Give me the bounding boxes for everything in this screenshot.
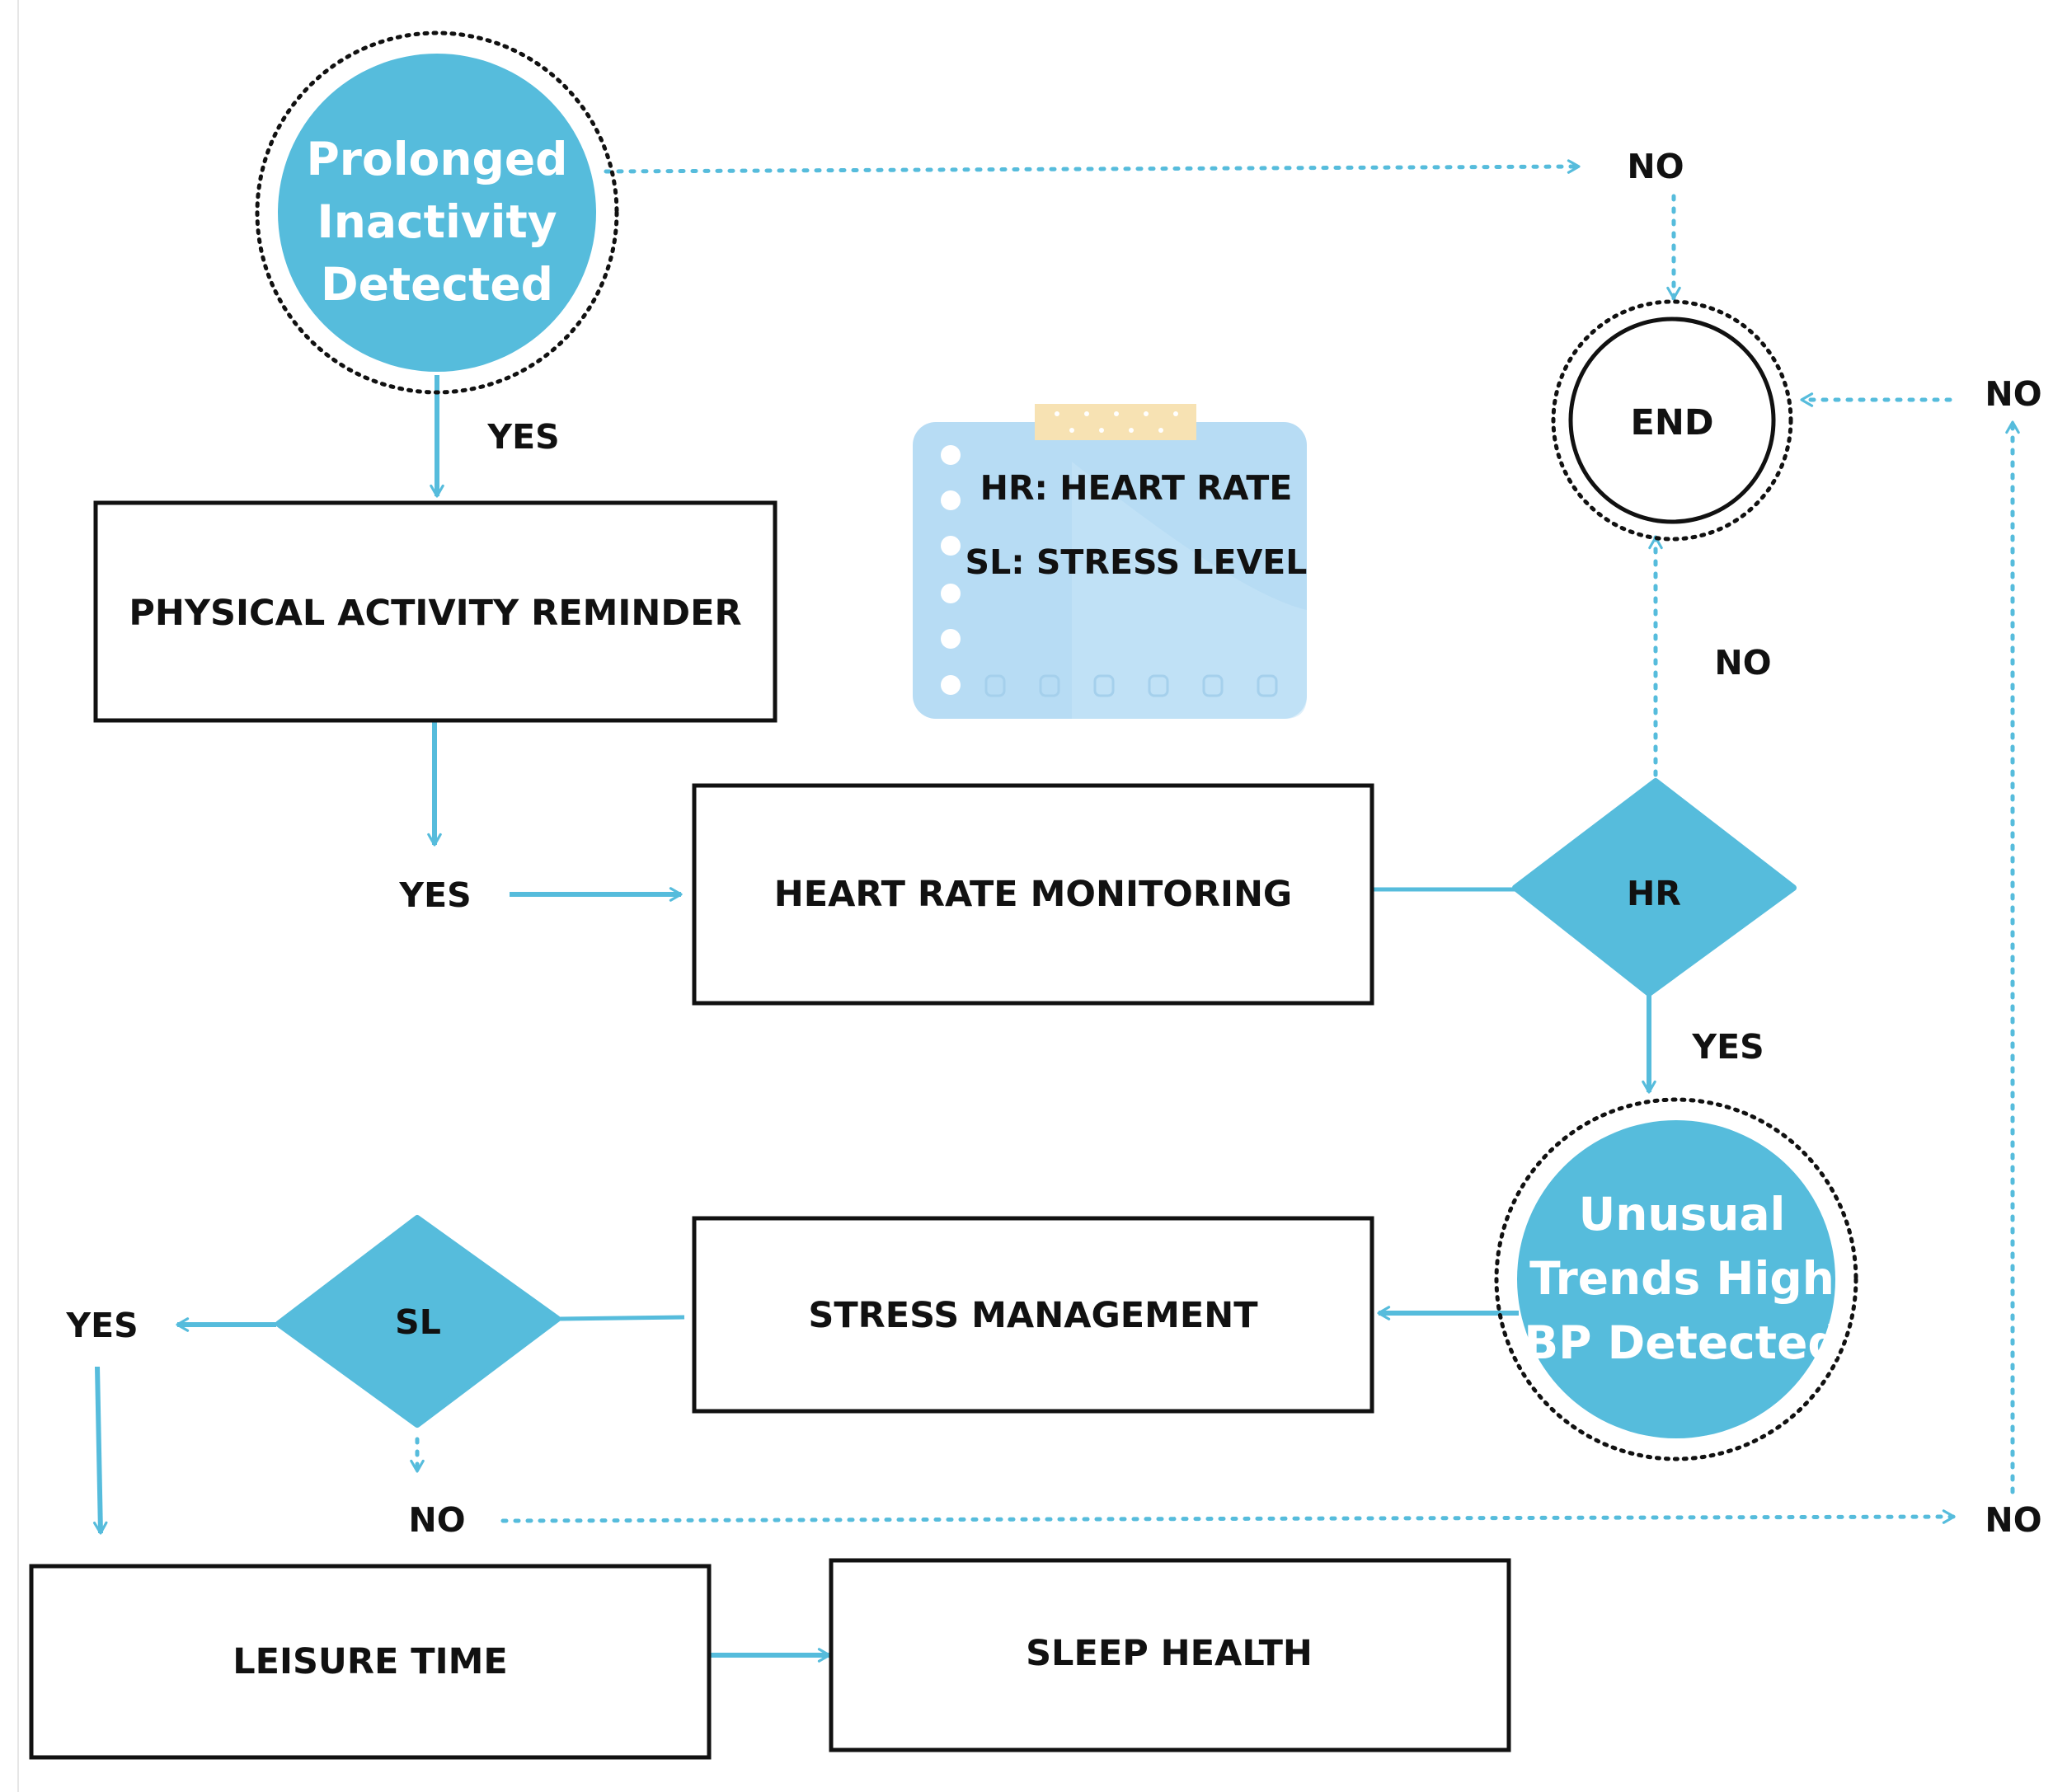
end-node-ring xyxy=(1551,299,1793,542)
sl-decision-diamond xyxy=(275,1215,561,1428)
unusual-trends-node: Unusual Trends High BP Detected xyxy=(1494,1097,1858,1461)
edge-label-reminder-yes: YES xyxy=(398,875,471,915)
stress-management-box xyxy=(692,1216,1374,1414)
legend-bottom-marks xyxy=(984,674,1278,697)
leisure-time-node: LEISURE TIME xyxy=(29,1564,712,1760)
edge-label-hr-no: NO xyxy=(1714,643,1771,683)
legend-card-sheen xyxy=(1072,462,1307,719)
stress-management-label: STRESS MANAGEMENT xyxy=(808,1295,1258,1336)
stress-management-node: STRESS MANAGEMENT xyxy=(692,1216,1374,1414)
end-node: END xyxy=(1551,299,1793,542)
start-node-line-2: Inactivity xyxy=(317,195,557,248)
start-node-ring xyxy=(255,30,619,395)
end-node-circle xyxy=(1568,317,1776,524)
physical-activity-reminder-box xyxy=(93,500,778,723)
unusual-trends-line-2: Trends High xyxy=(1529,1252,1835,1305)
legend-tape-stars xyxy=(1055,411,1178,433)
start-node-line-3: Detected xyxy=(321,258,553,311)
edge-start-to-no xyxy=(604,159,1581,174)
legend-card: HR: HEART RATE SL: STRESS LEVEL xyxy=(913,404,1307,719)
leisure-time-label: LEISURE TIME xyxy=(233,1641,508,1682)
legend-item-sl: SL: STRESS LEVEL xyxy=(965,542,1308,582)
hr-decision-label: HR xyxy=(1627,874,1681,913)
edge-label-hr-yes: YES xyxy=(1691,1027,1764,1067)
edge-labels: YES NO YES NO YES YES NO NO NO xyxy=(65,147,2041,1540)
sleep-health-node: SLEEP HEALTH xyxy=(829,1558,1511,1752)
heart-rate-monitoring-label: HEART RATE MONITORING xyxy=(774,874,1292,915)
end-node-label: END xyxy=(1630,402,1713,443)
edge-sl-no-to-right-no xyxy=(500,1509,1957,1524)
hr-decision-node: HR xyxy=(1512,778,1797,997)
unusual-trends-ring xyxy=(1494,1097,1858,1461)
edge-stress-to-sl xyxy=(558,1315,685,1321)
sleep-health-box xyxy=(829,1558,1511,1752)
physical-activity-reminder-label: PHYSICAL ACTIVITY REMINDER xyxy=(129,593,741,634)
start-node: Prolonged Inactivity Detected xyxy=(255,30,619,395)
sl-decision-node: SL xyxy=(275,1215,561,1428)
sleep-health-label: SLEEP HEALTH xyxy=(1026,1633,1313,1674)
start-node-fill xyxy=(278,54,596,372)
start-node-line-1: Prolonged xyxy=(306,133,567,185)
edge-label-top-right-no: NO xyxy=(1985,374,2041,414)
unusual-trends-line-3: BP Detected xyxy=(1524,1316,1840,1369)
heart-rate-monitoring-box xyxy=(692,783,1374,1006)
edge-label-start-yes: YES xyxy=(486,417,559,457)
legend-tape xyxy=(1035,404,1196,440)
connectors xyxy=(92,159,2020,1663)
legend-item-hr: HR: HEART RATE xyxy=(980,468,1293,508)
edge-label-sl-yes: YES xyxy=(65,1306,138,1345)
leisure-time-box xyxy=(29,1564,712,1760)
edge-yes-to-leisure xyxy=(92,1366,108,1535)
unusual-trends-line-1: Unusual xyxy=(1579,1188,1786,1241)
edge-label-start-no: NO xyxy=(1627,147,1684,186)
legend-binder-holes xyxy=(941,445,961,695)
physical-activity-reminder-node: PHYSICAL ACTIVITY REMINDER xyxy=(93,500,778,723)
heart-rate-monitoring-node: HEART RATE MONITORING xyxy=(692,783,1374,1006)
edge-label-sl-no: NO xyxy=(408,1500,465,1540)
hr-decision-diamond xyxy=(1512,778,1797,997)
edge-label-bottom-right-no: NO xyxy=(1985,1500,2041,1540)
unusual-trends-fill xyxy=(1517,1120,1835,1438)
sl-decision-label: SL xyxy=(395,1302,441,1342)
